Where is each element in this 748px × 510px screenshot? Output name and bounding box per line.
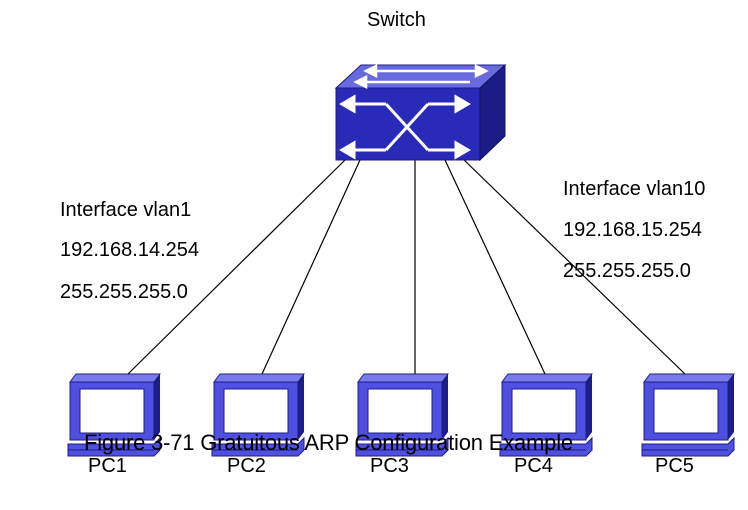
pc1-label: PC1 — [88, 455, 127, 477]
pc3-label: PC3 — [370, 455, 409, 477]
pc4-label: PC4 — [514, 455, 553, 477]
link-pc5 — [461, 157, 686, 375]
vlan10-ip-address: 192.168.15.254 — [563, 219, 703, 241]
link-pc1 — [127, 159, 346, 375]
links — [127, 157, 686, 375]
switch-icon — [334, 63, 507, 162]
figure-caption: Figure 3-71 Gratuitous ARP Configuration… — [84, 430, 573, 455]
pc5-icon — [641, 373, 735, 457]
vlan1-subnet-mask: 255.255.255.0 — [60, 281, 188, 303]
pc5-label: PC5 — [655, 455, 694, 477]
pc2-label: PC2 — [227, 455, 266, 477]
link-pc4 — [444, 159, 546, 375]
pc3-icon — [355, 373, 449, 457]
vlan10-subnet-mask: 255.255.255.0 — [563, 260, 691, 282]
pc1-icon — [67, 373, 161, 457]
link-pc2 — [261, 159, 361, 375]
vlan1-ip-address: 192.168.14.254 — [60, 239, 200, 261]
pc2-icon — [211, 373, 305, 457]
pc4-icon — [499, 373, 593, 457]
switch-label: Switch — [367, 9, 426, 31]
vlan1-interface-name: Interface vlan1 — [60, 199, 192, 221]
switch-side — [479, 63, 506, 162]
vlan10-interface-name: Interface vlan10 — [563, 178, 706, 200]
